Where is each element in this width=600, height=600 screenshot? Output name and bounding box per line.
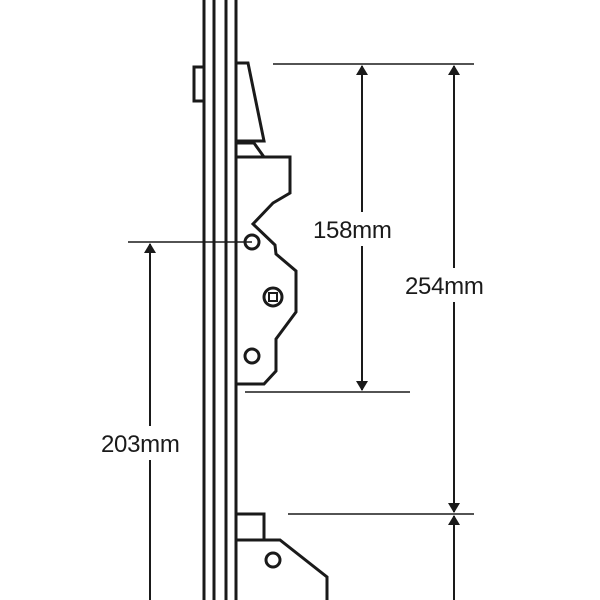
lower-hook [236,538,329,600]
upper-hook-step [236,141,266,158]
dimension-label-158: 158mm [313,217,392,244]
spindle-follower [262,286,284,308]
lower-hook-hole [264,551,282,569]
lower-fixing-hole [243,347,261,365]
gearbox-case [236,155,298,386]
faceplate-tab [192,65,206,103]
dimension-label-254: 254mm [405,273,484,300]
faceplate [202,0,238,600]
upper-hook [236,61,266,143]
lower-hook-tab [236,512,266,540]
dimension-label-203: 203mm [101,431,180,458]
spindle-square-icon [268,292,278,302]
